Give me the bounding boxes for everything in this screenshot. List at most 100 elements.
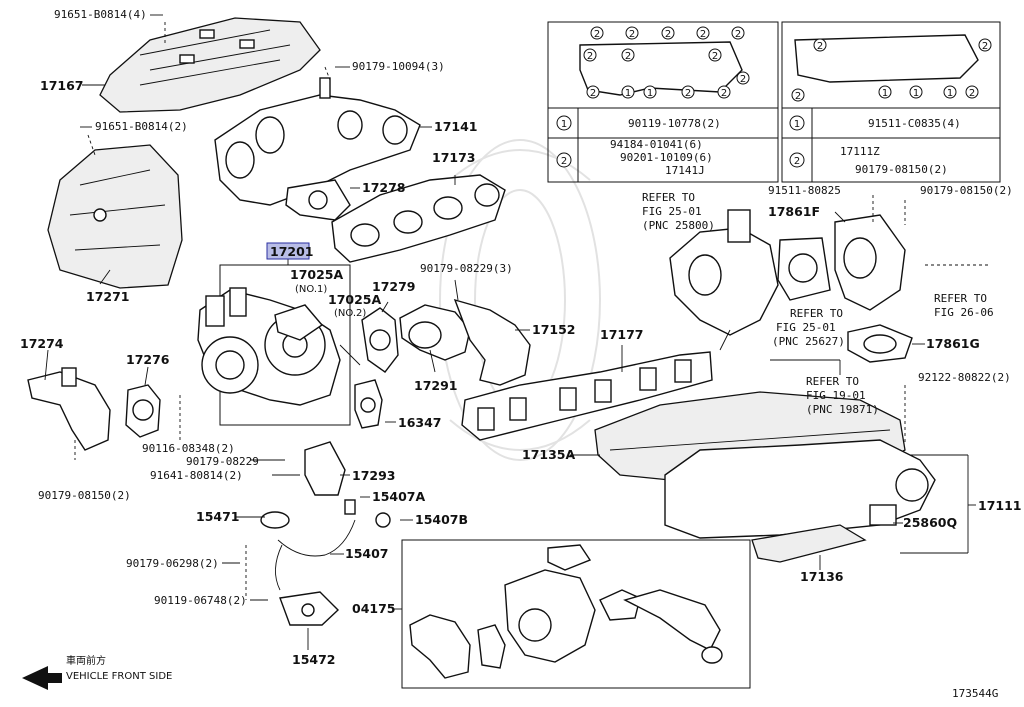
label-17271[interactable]: 17271 bbox=[86, 289, 130, 304]
refer-3-line3[interactable]: (PNC 19871) bbox=[806, 403, 879, 416]
label-04175[interactable]: 04175 bbox=[352, 601, 396, 616]
label-15407a[interactable]: 15407A bbox=[372, 489, 425, 504]
direction-label-en: VEHICLE FRONT SIDE bbox=[66, 671, 172, 682]
exhaust-manifold-17141[interactable] bbox=[214, 77, 421, 206]
gasket-17861g[interactable] bbox=[847, 324, 913, 363]
table-left-row1-num: 1 bbox=[561, 119, 567, 130]
refer-2-line3[interactable]: (PNC 25627) bbox=[772, 335, 845, 348]
table-right bbox=[781, 21, 1001, 183]
label-17276[interactable]: 17276 bbox=[126, 352, 170, 367]
turbocharger-17201[interactable] bbox=[197, 264, 351, 426]
label-90116-08348-2[interactable]: 90116-08348(2) bbox=[142, 442, 235, 455]
gasket-17177[interactable] bbox=[461, 351, 713, 441]
gasket-17136[interactable] bbox=[751, 524, 867, 563]
refer-1-line2[interactable]: FIG 25-01 bbox=[642, 205, 702, 218]
heat-insulator-17167[interactable] bbox=[99, 17, 321, 113]
label-17025a-no2[interactable]: 17025A bbox=[328, 292, 381, 307]
refer-1-line1[interactable]: REFER TO bbox=[642, 191, 695, 204]
gasket-25627[interactable] bbox=[777, 237, 831, 301]
label-91651-b0814-4[interactable]: 91651-B0814(4) bbox=[54, 8, 147, 21]
label-17293[interactable]: 17293 bbox=[352, 468, 396, 483]
turbo-gasket-17279[interactable] bbox=[361, 307, 399, 373]
main-part-highlight bbox=[266, 242, 310, 260]
label-90179-10094-3[interactable]: 90179-10094(3) bbox=[352, 60, 445, 73]
label-17861g[interactable]: 17861G bbox=[926, 336, 980, 351]
label-91641-80814-2[interactable]: 91641-80814(2) bbox=[150, 469, 243, 482]
table-right-row1-num: 1 bbox=[794, 119, 800, 130]
refer-4-line1[interactable]: REFER TO bbox=[934, 292, 987, 305]
label-91511-80825[interactable]: 91511-80825 bbox=[768, 184, 841, 197]
label-17861f[interactable]: 17861F bbox=[768, 204, 820, 219]
refer-2-line2[interactable]: FIG 25-01 bbox=[776, 321, 836, 334]
direction-label-jp: 車両前方 bbox=[66, 654, 106, 667]
label-17135a[interactable]: 17135A bbox=[522, 447, 575, 462]
label-90179-08229[interactable]: 90179-08229 bbox=[186, 455, 259, 468]
callout-2: 2 bbox=[982, 41, 988, 52]
table-right-row2-part-b[interactable]: 90179-08150(2) bbox=[855, 163, 948, 176]
label-15407b[interactable]: 15407B bbox=[415, 512, 468, 527]
callout-2: 2 bbox=[700, 29, 706, 40]
label-17025a-no1[interactable]: 17025A bbox=[290, 267, 343, 282]
refer-3-line1[interactable]: REFER TO bbox=[806, 375, 859, 388]
label-17152[interactable]: 17152 bbox=[532, 322, 576, 337]
stay-17293[interactable] bbox=[304, 441, 346, 496]
label-17167[interactable]: 17167 bbox=[40, 78, 84, 93]
label-17279[interactable]: 17279 bbox=[372, 279, 416, 294]
callout-1: 1 bbox=[647, 88, 653, 99]
table-left-row2-part-a[interactable]: 94184-01041(6) bbox=[610, 138, 703, 151]
label-90179-06298-2[interactable]: 90179-06298(2) bbox=[126, 557, 219, 570]
pipe-17152[interactable] bbox=[453, 298, 531, 386]
label-17291[interactable]: 17291 bbox=[414, 378, 458, 393]
refer-2-line1[interactable]: REFER TO bbox=[790, 307, 843, 320]
label-17201[interactable]: 17201 bbox=[270, 244, 314, 259]
gasket-kit-04175[interactable] bbox=[401, 539, 751, 689]
gasket-15472[interactable] bbox=[279, 591, 340, 626]
callout-2: 2 bbox=[721, 88, 727, 99]
leader-lines bbox=[44, 14, 990, 650]
table-left-row1-part[interactable]: 90119-10778(2) bbox=[628, 117, 721, 130]
label-17173[interactable]: 17173 bbox=[432, 150, 476, 165]
exhaust-pipe-17291[interactable] bbox=[399, 304, 471, 361]
label-91651-b0814-2[interactable]: 91651-B0814(2) bbox=[95, 120, 188, 133]
label-15471[interactable]: 15471 bbox=[196, 509, 240, 524]
refer-1-line3[interactable]: (PNC 25800) bbox=[642, 219, 715, 232]
oil-pipe-15407[interactable] bbox=[260, 511, 356, 591]
bolt-15407a[interactable] bbox=[344, 499, 356, 515]
label-17141[interactable]: 17141 bbox=[434, 119, 478, 134]
table-left-row2-part-c[interactable]: 17141J bbox=[665, 164, 705, 177]
refer-3-line2[interactable]: FIG 19-01 bbox=[806, 389, 866, 402]
label-17136[interactable]: 17136 bbox=[800, 569, 844, 584]
gasket-15407b[interactable] bbox=[375, 512, 391, 528]
heat-insulator-17271[interactable] bbox=[47, 144, 183, 289]
label-90179-08150-2a[interactable]: 90179-08150(2) bbox=[38, 489, 131, 502]
inlet-17861f[interactable] bbox=[834, 214, 906, 311]
label-15407[interactable]: 15407 bbox=[345, 546, 389, 561]
label-92122-80822-2[interactable]: 92122-80822(2) bbox=[918, 371, 1011, 384]
label-17278[interactable]: 17278 bbox=[362, 180, 406, 195]
label-25860q[interactable]: 25860Q bbox=[903, 515, 957, 530]
table-left-row2-part-b[interactable]: 90201-10109(6) bbox=[620, 151, 713, 164]
table-right-row2-part-a[interactable]: 17111Z bbox=[840, 145, 880, 158]
gasket-16347[interactable] bbox=[354, 379, 383, 429]
label-no2: (NO.2) bbox=[334, 308, 366, 319]
figure-code: 173544G bbox=[952, 687, 998, 700]
gasket-17276[interactable] bbox=[125, 384, 161, 438]
intake-hose-17274[interactable] bbox=[27, 367, 111, 451]
table-right-row1-part[interactable]: 91511-C0835(4) bbox=[868, 117, 961, 130]
label-17111[interactable]: 17111 bbox=[978, 498, 1022, 513]
callout-2: 2 bbox=[817, 41, 823, 52]
label-17274[interactable]: 17274 bbox=[20, 336, 64, 351]
label-90179-08150-2b[interactable]: 90179-08150(2) bbox=[920, 184, 1013, 197]
intake-manifold-17111[interactable] bbox=[664, 439, 936, 539]
table-left bbox=[547, 21, 779, 183]
label-15472[interactable]: 15472 bbox=[292, 652, 336, 667]
gasket-17278[interactable] bbox=[285, 179, 351, 221]
refer-4-line2[interactable]: FIG 26-06 bbox=[934, 306, 994, 319]
callout-2: 2 bbox=[685, 88, 691, 99]
label-16347[interactable]: 16347 bbox=[398, 415, 442, 430]
exhaust-gasket-17173[interactable] bbox=[331, 174, 506, 263]
throttle-body[interactable] bbox=[669, 209, 779, 336]
label-90119-06748-2[interactable]: 90119-06748(2) bbox=[154, 594, 247, 607]
label-90179-08229-3[interactable]: 90179-08229(3) bbox=[420, 262, 513, 275]
label-17177[interactable]: 17177 bbox=[600, 327, 644, 342]
